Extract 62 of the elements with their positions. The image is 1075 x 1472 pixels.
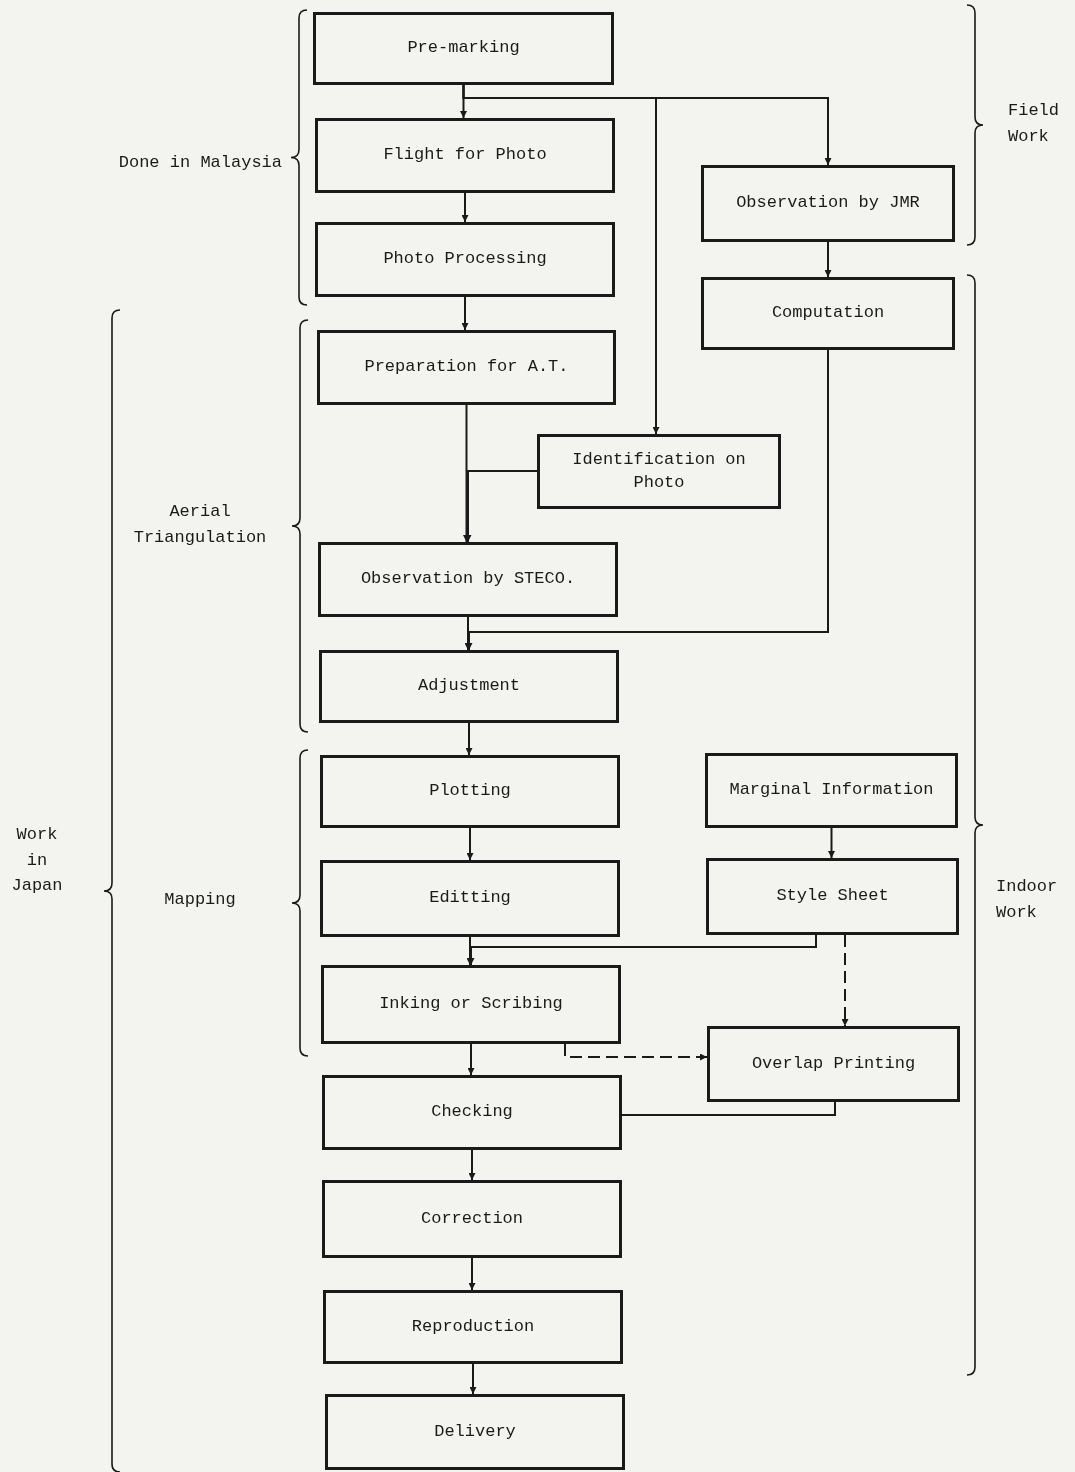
process-box	[537, 434, 781, 509]
arrow	[824, 241, 832, 278]
process-box	[325, 1394, 625, 1470]
process-box	[322, 1075, 622, 1150]
arrow	[462, 84, 660, 435]
process-box	[315, 222, 615, 297]
process-box	[315, 118, 615, 193]
process-box	[701, 165, 955, 242]
box-label: Pre-marking	[406, 37, 521, 60]
process-box	[707, 1026, 960, 1102]
arrow	[465, 722, 473, 756]
box-label: Correction	[420, 1207, 524, 1230]
group-label: Done in Malaysia	[117, 152, 282, 174]
box-label: Style Sheet	[775, 885, 890, 908]
box-label: Reproduction	[410, 1315, 536, 1338]
process-box	[322, 1180, 622, 1258]
box-label: Marginal Information	[728, 779, 935, 802]
box-label: Inking or Scribing	[378, 993, 564, 1016]
box-label: Photo Processing	[382, 248, 548, 271]
arrow	[468, 1257, 476, 1291]
process-box	[320, 860, 620, 937]
arrow	[466, 827, 474, 861]
process-box	[323, 1290, 623, 1364]
box-label: Observation by STECO.	[359, 568, 577, 591]
arrow	[463, 404, 470, 543]
box-label: Plotting	[428, 780, 512, 803]
arrow	[464, 616, 472, 651]
arrow	[469, 1363, 477, 1395]
process-box	[321, 965, 621, 1044]
process-box	[701, 277, 955, 350]
box-label: Flight for Photo	[382, 144, 548, 167]
group-label: Work in Japan	[10, 824, 64, 897]
connector-line	[621, 1101, 836, 1116]
box-label: Adjustment	[417, 675, 521, 698]
process-box	[706, 858, 959, 935]
arrow	[467, 1043, 475, 1076]
process-box	[313, 12, 614, 85]
arrow	[828, 827, 835, 859]
arrow	[468, 1149, 476, 1181]
box-label: Overlap Printing	[750, 1052, 917, 1075]
arrow	[466, 936, 474, 966]
box-label: Computation	[770, 302, 886, 325]
box-label: Editting	[428, 887, 512, 910]
arrow	[461, 296, 469, 331]
box-label: Observation by JMR	[735, 192, 921, 215]
process-box	[320, 755, 620, 828]
process-box	[319, 650, 619, 723]
arrow	[464, 470, 538, 543]
box-label: Preparation for A.T.	[363, 356, 570, 379]
group-label: Mapping	[163, 889, 237, 911]
box-label: Identification on Photo	[571, 449, 747, 494]
process-box	[318, 542, 618, 617]
dashed-arrow	[841, 934, 849, 1027]
box-label: Checking	[430, 1101, 514, 1124]
box-label: Delivery	[433, 1420, 517, 1443]
group-label: Aerial Triangulation	[132, 501, 268, 549]
process-box	[317, 330, 616, 405]
group-label: Field Work	[1008, 100, 1060, 148]
arrow	[461, 192, 469, 223]
process-box	[705, 753, 958, 828]
dashed-arrow	[564, 1043, 708, 1061]
group-label: Indoor Work	[996, 876, 1059, 924]
